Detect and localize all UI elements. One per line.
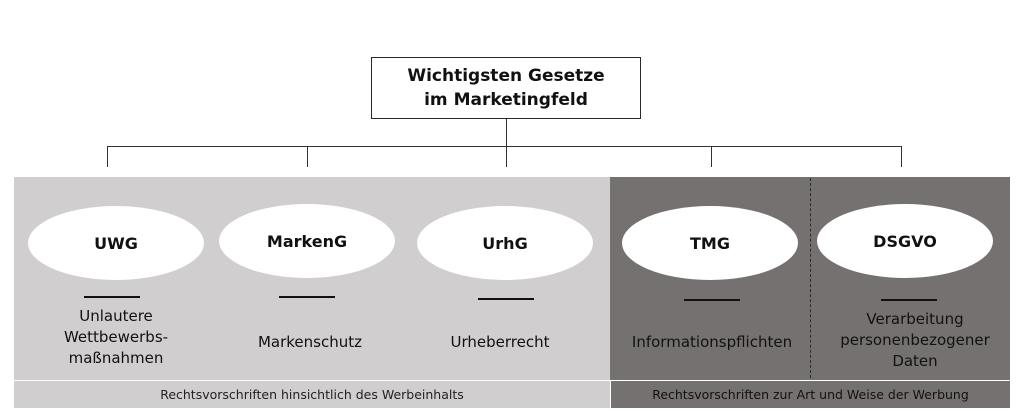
law-ellipse-urhg: UrhG: [417, 206, 593, 280]
desc-line: Wettbewerbs-: [63, 328, 169, 346]
branch-markeng: [307, 146, 309, 167]
law-ellipse-tmg: TMG: [622, 206, 798, 280]
law-dash: [684, 299, 740, 301]
desc-line: Verarbeitung: [866, 310, 964, 328]
law-ellipse-markeng: MarkenG: [219, 204, 395, 278]
root-connector: [506, 119, 508, 167]
branch-urhg: [506, 146, 508, 167]
law-dash: [881, 299, 937, 301]
group-label-content: Rechtsvorschriften hinsichtlich des Werb…: [14, 381, 610, 408]
group-label-manner: Rechtsvorschriften zur Art und Weise der…: [611, 381, 1010, 408]
law-description-markeng: Markenschutz: [210, 332, 410, 353]
panel-divider: [810, 178, 811, 378]
law-description-tmg: Informationspflichten: [612, 332, 812, 353]
law-dash: [279, 296, 335, 298]
law-dash: [84, 296, 140, 298]
root-box: Wichtigsten Gesetze im Marketingfeld: [371, 57, 641, 119]
desc-line: personenbezogener: [840, 331, 990, 349]
root-title-line2: im Marketingfeld: [424, 90, 588, 110]
desc-line: Unlautere: [79, 307, 153, 325]
law-abbr: DSGVO: [873, 231, 937, 251]
law-ellipse-uwg: UWG: [28, 206, 204, 280]
law-description-dsgvo: Verarbeitung personenbezogener Daten: [815, 309, 1015, 372]
law-abbr: UWG: [94, 233, 138, 253]
law-description-urhg: Urheberrecht: [400, 332, 600, 353]
law-ellipse-dsgvo: DSGVO: [817, 204, 993, 278]
law-description-uwg: Unlautere Wettbewerbs- maßnahmen: [16, 306, 216, 369]
branch-tmg: [711, 146, 713, 167]
law-abbr: UrhG: [482, 233, 528, 253]
desc-line: Markenschutz: [257, 333, 363, 351]
branch-uwg: [107, 146, 109, 167]
branch-line: [107, 146, 902, 148]
law-abbr: MarkenG: [266, 231, 348, 251]
desc-line: Daten: [892, 352, 938, 370]
law-dash: [478, 298, 534, 300]
desc-line: Urheberrecht: [450, 333, 550, 351]
law-abbr: TMG: [690, 233, 730, 253]
desc-line: maßnahmen: [68, 349, 164, 367]
root-title-line1: Wichtigsten Gesetze: [407, 66, 605, 86]
desc-line: Informationspflichten: [631, 333, 793, 351]
branch-dsgvo: [901, 146, 903, 167]
